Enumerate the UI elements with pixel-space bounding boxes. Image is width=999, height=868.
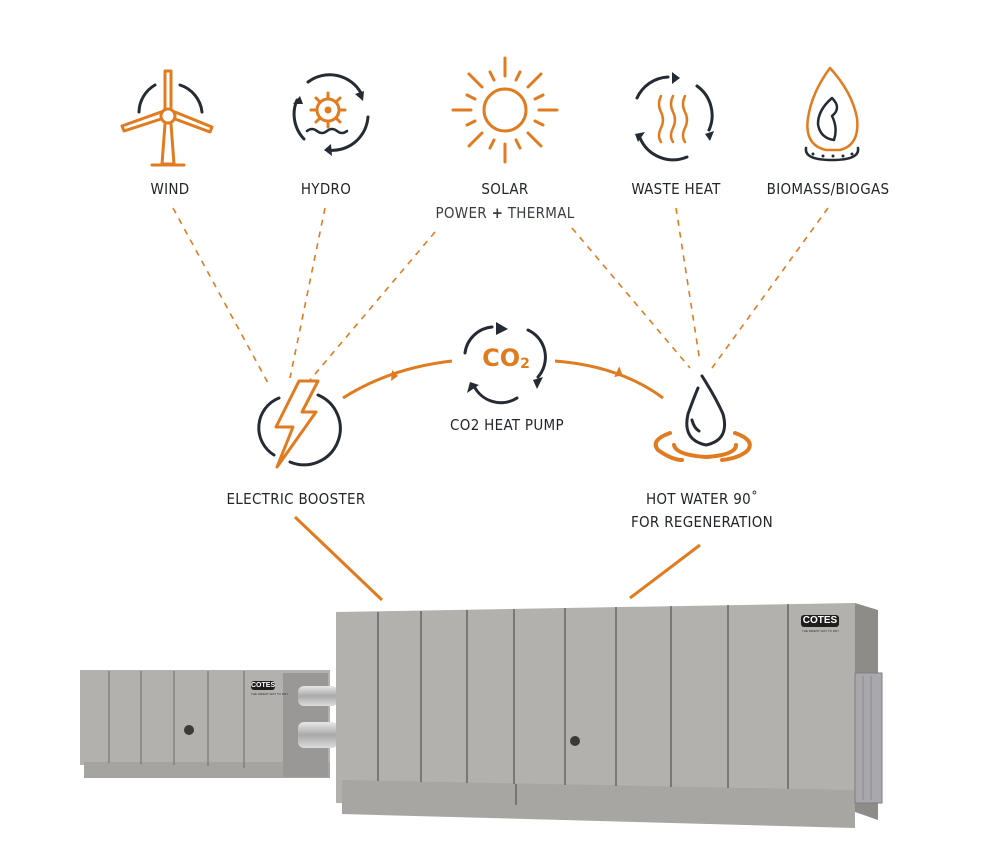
connector-hydro-booster [289,207,326,379]
connector-solar-booster [309,231,436,381]
co2-text: CO [482,344,521,372]
cotes-logo-large: COTES [801,615,839,627]
flame-leaf-icon [804,66,860,162]
lightning-bolt-icon [257,379,342,469]
source-label-hydro: HYDRO [300,180,352,198]
cotes-tagline-large: THE DRIEST WAY TO DRY [802,629,840,633]
source-sublabel-solar: POWER + THERMAL [435,204,574,222]
flow-arrowhead-1 [391,370,398,381]
cotes-logo-small: COTES [251,681,276,690]
co2-subscript: 2 [520,356,530,372]
solar-sublabel-power: POWER [435,204,487,222]
water-drop-icon [653,374,752,462]
solar-sublabel-thermal: THERMAL [507,204,575,222]
source-label-biomass: BIOMASS/BIOGAS [766,180,890,198]
solar-sublabel-plus: + [491,204,504,222]
connector-solar-hotwater [571,227,691,369]
hydro-wheel-icon [292,73,370,156]
co2-icon-text: CO2 [482,344,530,372]
flow-arc-heatpump-hotwater [554,359,664,400]
flow-arc-booster-heatpump [342,359,453,400]
link-booster-unit [293,515,384,602]
hot-water-label-line2: FOR REGENERATION [630,513,774,531]
flow-arcs [293,359,701,602]
source-label-wind: WIND [150,180,190,198]
wind-turbine-icon [120,69,214,167]
cotes-tagline-small: THE DRIEST WAY TO DRY [251,692,289,696]
source-connectors [172,207,829,384]
connector-wind-booster [172,207,269,384]
large-dehumidifier-unit [336,603,883,828]
electric-booster-label: ELECTRIC BOOSTER [226,490,366,508]
flow-arrowhead-2 [614,366,623,378]
waste-heat-icon [635,72,714,162]
small-dehumidifier-unit [80,670,338,778]
link-hotwater-unit [629,543,701,600]
heat-pump-label: CO2 HEAT PUMP [450,416,564,434]
connector-wasteheat-hotwater [675,207,701,363]
source-label-waste-heat: WASTE HEAT [631,180,721,198]
source-label-solar: SOLAR [481,180,529,198]
co2-cycle-icon [463,325,547,405]
hot-water-label-line1: HOT WATER 90˚ [645,490,759,508]
sun-icon [451,56,559,164]
connector-biomass-hotwater [711,207,829,369]
